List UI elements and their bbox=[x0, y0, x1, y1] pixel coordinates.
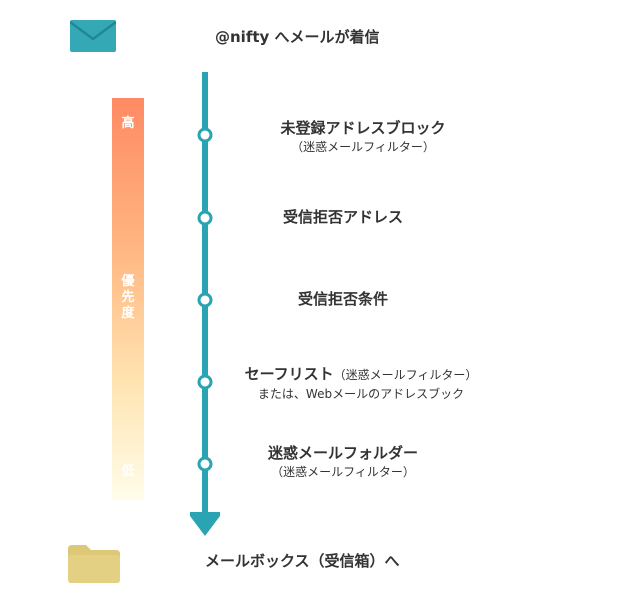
timeline-node bbox=[197, 374, 213, 390]
timeline-node bbox=[197, 210, 213, 226]
timeline-arrow-head bbox=[190, 512, 220, 536]
folder-icon bbox=[68, 545, 120, 583]
filter-step: 未登録アドレスブロック （迷惑メールフィルター） bbox=[228, 118, 498, 156]
flow-timeline bbox=[190, 72, 220, 536]
step-title: セーフリスト bbox=[244, 365, 334, 383]
filter-step: 受信拒否条件 bbox=[228, 289, 458, 309]
step-title: 受信拒否アドレス bbox=[282, 208, 403, 226]
priority-label-char: 優 bbox=[121, 274, 135, 289]
step-title: 受信拒否条件 bbox=[297, 290, 388, 308]
step-title: 迷惑メールフォルダー bbox=[267, 444, 418, 462]
filter-step: セーフリスト（迷惑メールフィルター） または、Webメールのアドレスブック bbox=[218, 364, 504, 403]
step-subtitle: または、Webメールのアドレスブック bbox=[257, 387, 465, 401]
filter-step: 迷惑メールフォルダー （迷惑メールフィルター） bbox=[228, 443, 458, 481]
step-title-row: セーフリスト（迷惑メールフィルター） bbox=[218, 364, 504, 385]
filter-step: 受信拒否アドレス bbox=[228, 207, 458, 227]
timeline-node bbox=[197, 127, 213, 143]
priority-gradient-bar: 高 優 先 度 低 bbox=[112, 98, 144, 500]
priority-label-char: 先 bbox=[121, 290, 135, 305]
step-subtitle: （迷惑メールフィルター） bbox=[291, 140, 435, 154]
step-title: 未登録アドレスブロック bbox=[280, 119, 446, 137]
timeline-node bbox=[197, 456, 213, 472]
priority-low-label: 低 bbox=[121, 464, 135, 479]
envelope-icon bbox=[70, 20, 116, 52]
timeline-node bbox=[197, 292, 213, 308]
step-inline-subtitle: （迷惑メールフィルター） bbox=[333, 368, 478, 382]
priority-label: 優 先 度 bbox=[112, 274, 144, 322]
priority-high-label: 高 bbox=[121, 116, 135, 131]
step-subtitle: （迷惑メールフィルター） bbox=[271, 465, 415, 479]
incoming-mail-title: @nifty へメールが着信 bbox=[215, 28, 380, 46]
priority-label-char: 度 bbox=[121, 306, 135, 321]
mailbox-destination: メールボックス（受信箱）へ bbox=[205, 552, 400, 570]
